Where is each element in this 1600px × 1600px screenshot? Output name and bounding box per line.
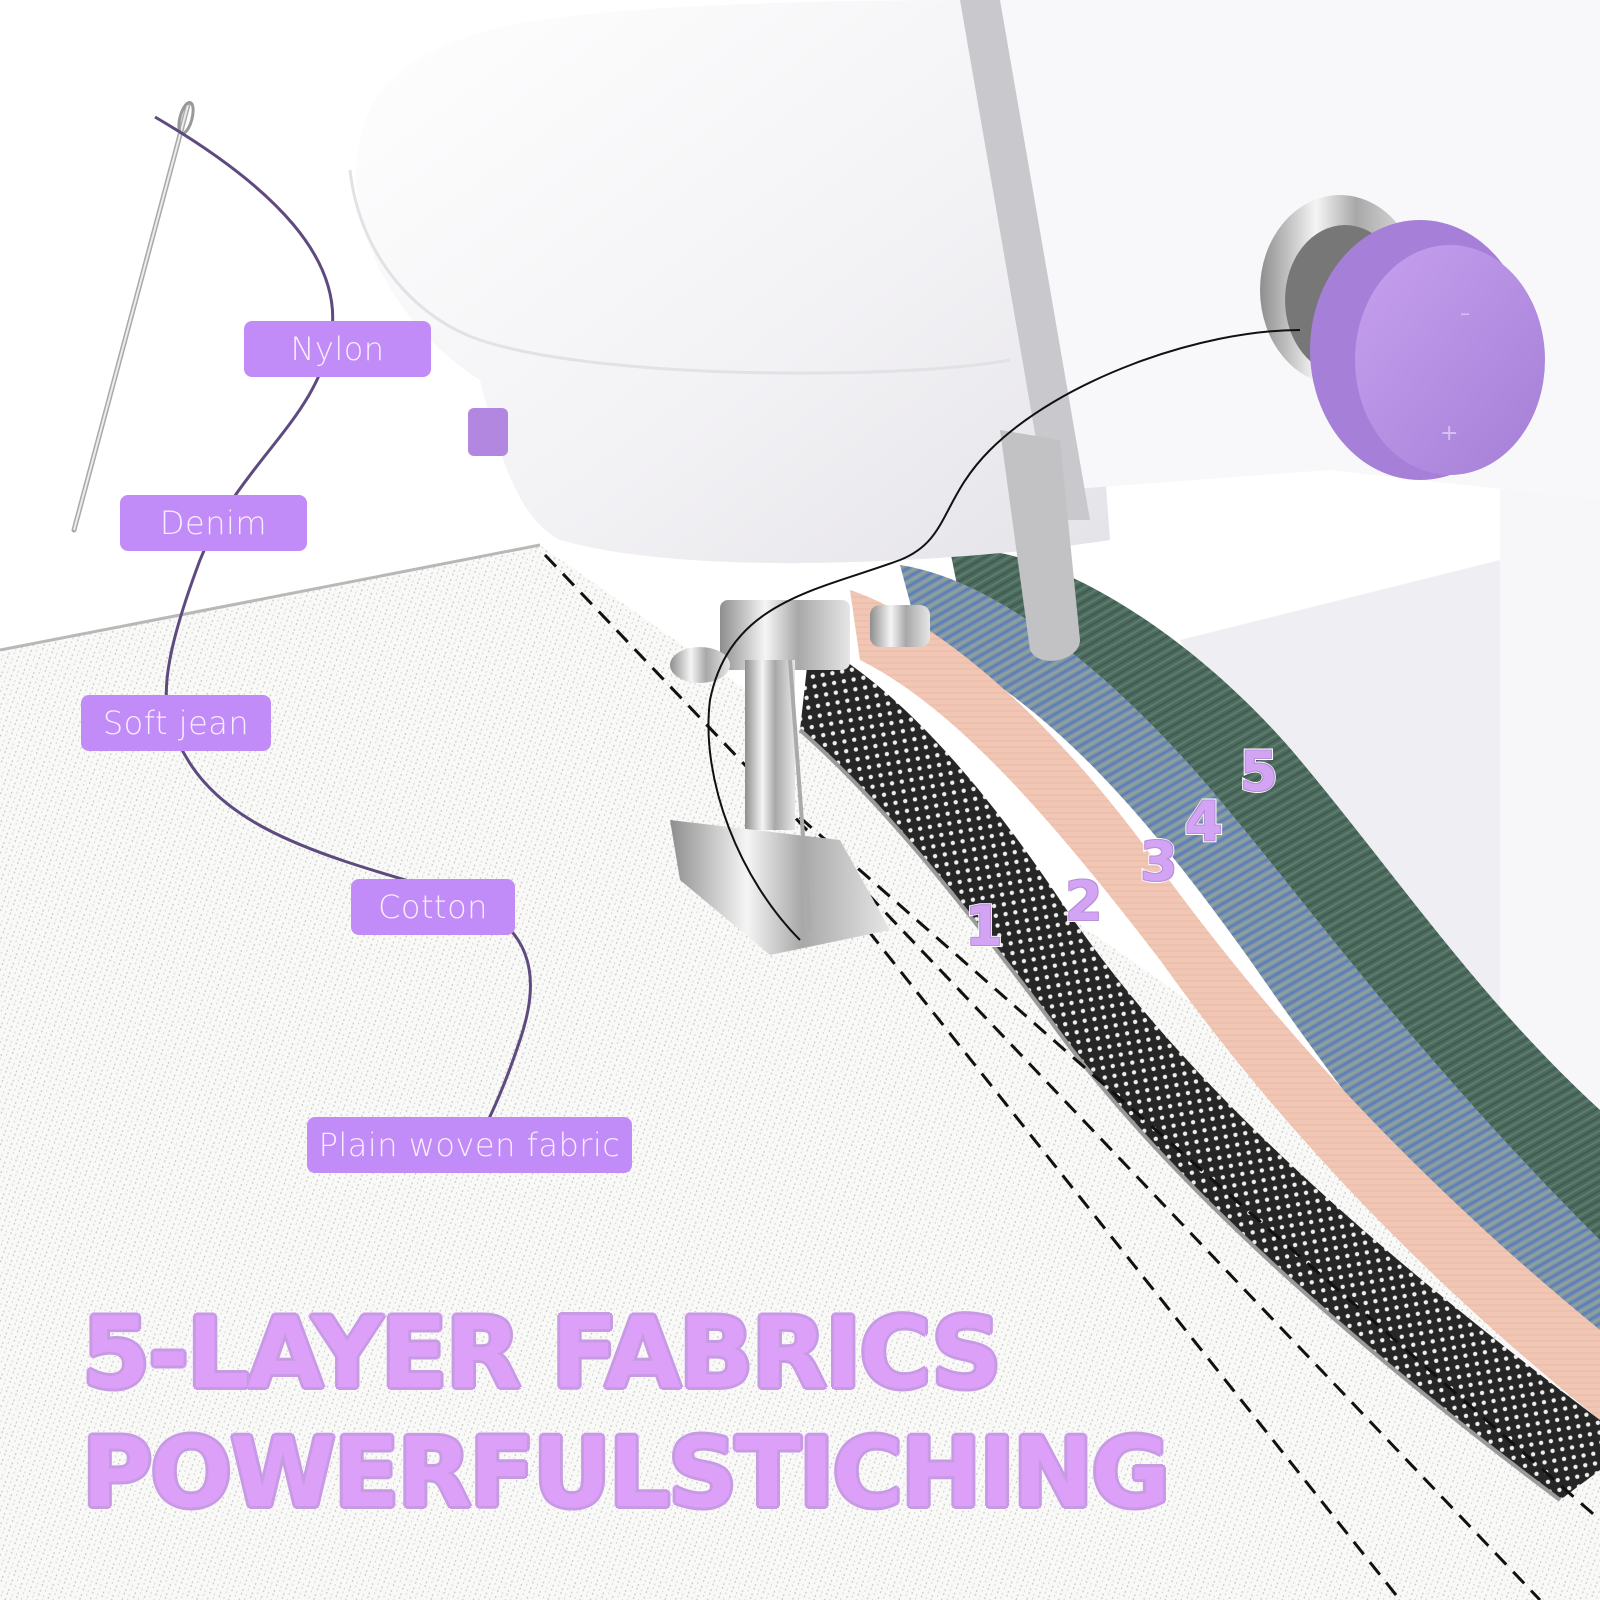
label-soft-jean: Soft jean — [81, 695, 271, 751]
headline-line-2: POWERFULSTICHING — [78, 1417, 1173, 1529]
machine-head — [356, 0, 1111, 564]
svg-text:–: – — [1460, 301, 1470, 325]
fabric-layer-2-black — [800, 640, 1600, 1500]
label-text: Denim — [159, 504, 268, 542]
label-text: Cotton — [378, 888, 488, 926]
label-plain-woven-fabric: Plain woven fabric — [307, 1117, 632, 1173]
svg-text:+: + — [1440, 421, 1458, 446]
presser-foot — [670, 600, 930, 955]
layer-number-3: 3 — [1138, 828, 1180, 895]
label-text: Plain woven fabric — [318, 1126, 621, 1164]
layer-number-4: 4 — [1183, 788, 1225, 855]
layer-number-2: 2 — [1063, 868, 1105, 935]
base-fabric — [0, 545, 1600, 1600]
label-nylon: Nylon — [244, 321, 431, 377]
label-text: Soft jean — [102, 704, 250, 742]
handwheel-knob: – + — [1310, 220, 1545, 480]
label-text: Nylon — [290, 330, 385, 368]
fabric-layer-3-pink — [850, 590, 1600, 1420]
label-denim: Denim — [120, 495, 307, 551]
stitch-line-1 — [543, 553, 1542, 1600]
layer-number-5: 5 — [1238, 738, 1280, 805]
layer-number-1: 1 — [963, 893, 1005, 960]
label-cotton: Cotton — [351, 879, 515, 935]
sewing-needle-icon — [71, 100, 195, 533]
machine-thread — [707, 329, 1301, 941]
side-button — [468, 408, 508, 456]
headline-line-1: 5-LAYER FABRICS — [79, 1297, 1006, 1411]
